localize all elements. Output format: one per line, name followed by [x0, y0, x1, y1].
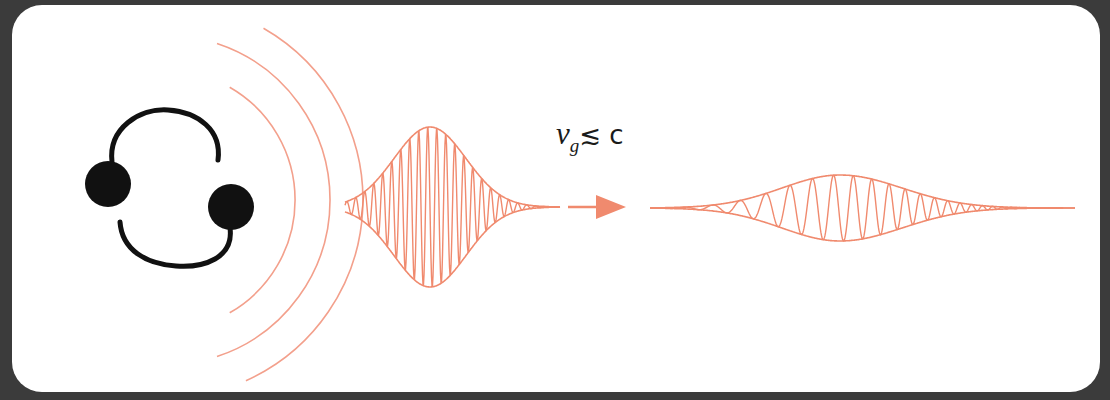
group-velocity-label: vg≲ c: [556, 116, 624, 152]
packet-envelope: [345, 127, 560, 287]
arrow-head: [596, 195, 626, 219]
velocity-subscript: g: [570, 135, 580, 156]
compact-object: [85, 161, 131, 207]
dispersed-packet: [650, 175, 1075, 241]
velocity-symbol: v: [556, 116, 570, 151]
velocity-relation: ≲ c: [579, 120, 623, 150]
packet-envelope: [650, 175, 1075, 241]
binary-system: [85, 110, 254, 266]
propagation-arrow: [568, 195, 626, 219]
orbit-arc: [120, 222, 230, 266]
packet-oscillation: [650, 175, 1075, 241]
packet-oscillation: [345, 128, 560, 285]
orbit-arc: [112, 110, 219, 162]
compact-object: [208, 184, 254, 230]
wave-packet: [345, 127, 560, 287]
